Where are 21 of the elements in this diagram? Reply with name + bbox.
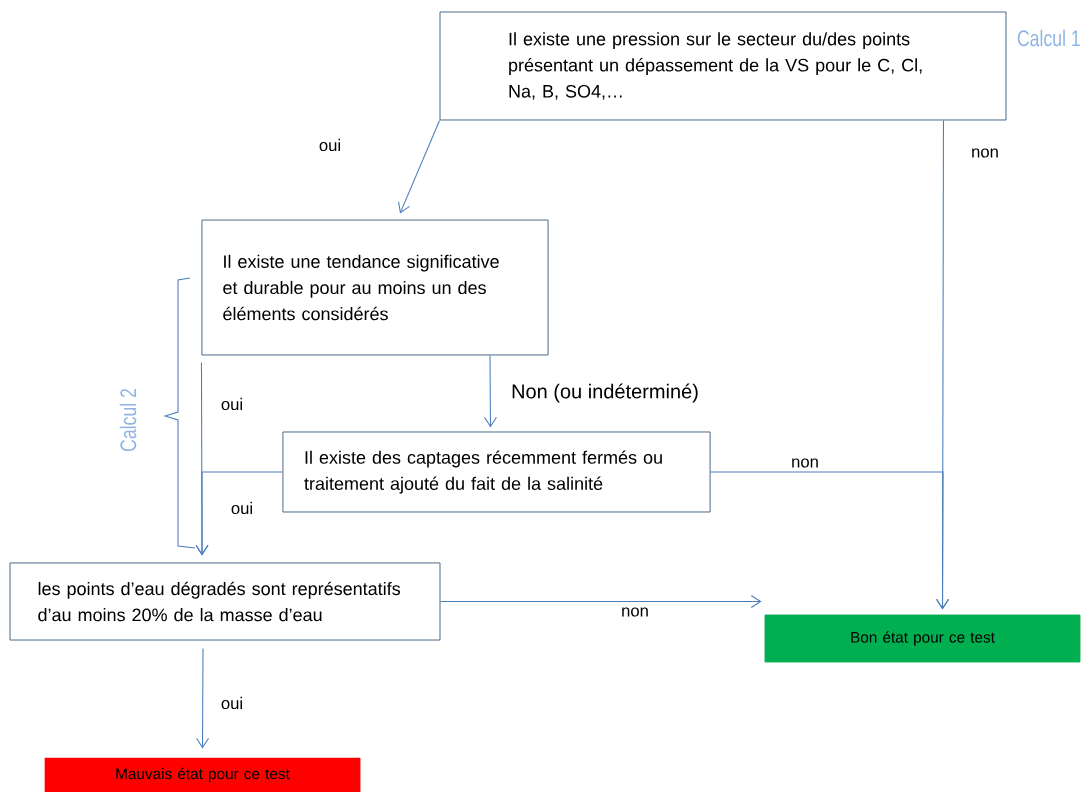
edge-label: oui: [219, 695, 245, 711]
arrow: [196, 647, 210, 749]
section-label: Calcul 2: [119, 389, 137, 452]
arrow: [439, 594, 762, 609]
decision-box: Il existe une pression sur le secteur du/des points présentant un dépassement de la VS pour le C, Cl, Na, B, SO4,…: [439, 11, 1007, 121]
decision-box: Il existe des captages récemment fermés ou traitement ajouté du fait de la salinité: [282, 431, 711, 513]
arrow: [710, 471, 950, 610]
edge-label: oui: [229, 500, 255, 516]
result-box: Bon état pour ce test: [764, 614, 1081, 663]
decision-box: Il existe une tendance significative et durable pour au moins un des éléments considérés: [201, 219, 549, 356]
edge-label: non: [619, 606, 651, 618]
edge-label: oui: [219, 396, 245, 412]
arrow: [397, 119, 441, 214]
edge-label: non: [969, 147, 1001, 159]
edge-label: oui: [317, 137, 343, 153]
arrow: [195, 471, 283, 556]
decision-box: les points d’eau dégradés sont représentatifs d’au moins 20% de la masse d’eau: [9, 562, 441, 641]
arrow: [483, 354, 497, 428]
edge-label: Non (ou indéterminé): [509, 382, 701, 404]
result-box: Mauvais état pour ce test: [44, 757, 361, 792]
edge-label: non: [789, 457, 821, 469]
